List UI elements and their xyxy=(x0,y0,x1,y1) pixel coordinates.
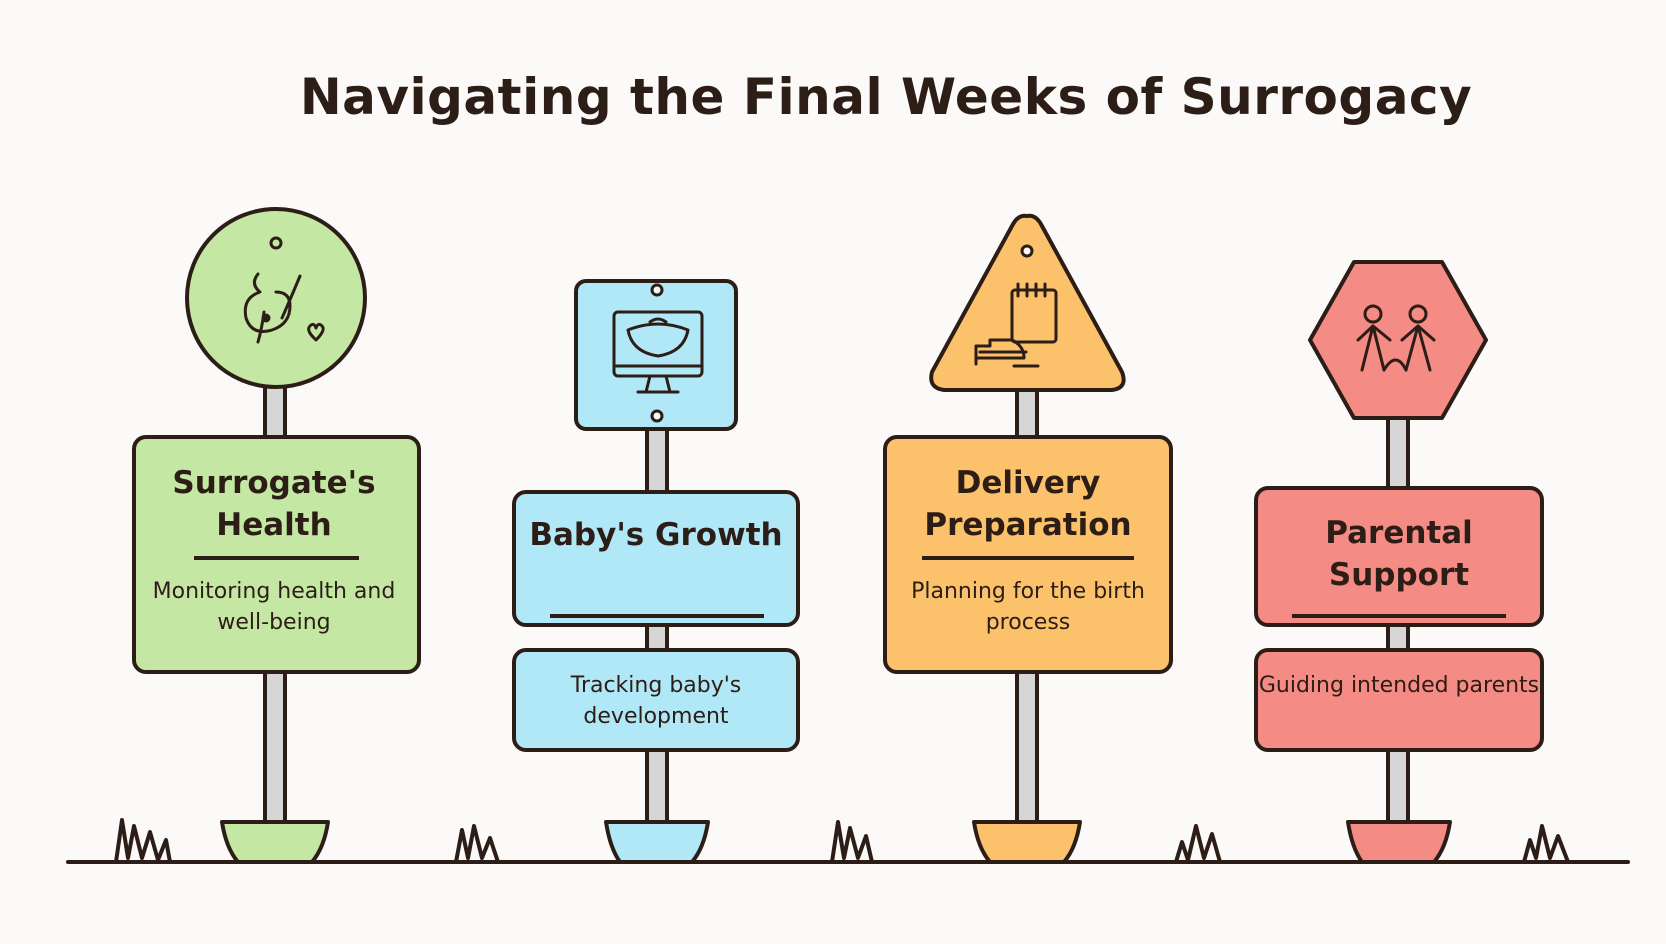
sign-board-secondary xyxy=(512,648,800,752)
grass-icon xyxy=(1522,824,1570,864)
sign-description-babys-growth: Tracking baby's development xyxy=(570,673,742,729)
sign-babys-growth xyxy=(512,279,800,864)
sign-circle-top xyxy=(185,207,367,389)
grass-icon xyxy=(114,818,172,864)
sign-description-delivery-preparation: Planning for the birth process xyxy=(911,579,1145,635)
sign-board xyxy=(132,435,421,674)
grass-icon xyxy=(454,824,500,864)
sign-heading-parental-support: Parental Support xyxy=(1325,515,1473,593)
grass-icon xyxy=(830,820,874,864)
two-people-icon xyxy=(1356,304,1436,372)
sign-triangle-top xyxy=(929,213,1126,392)
sign-surrogates-health xyxy=(132,207,421,864)
sign-delivery-preparation xyxy=(883,213,1173,864)
sign-heading-delivery-preparation: Delivery Preparation xyxy=(924,465,1132,543)
sign-parental-support xyxy=(1254,260,1544,864)
page-title: Navigating the Final Weeks of Surrogacy xyxy=(299,68,1473,126)
sign-board xyxy=(512,490,800,627)
sign-description-parental-support: Guiding intended parents xyxy=(1258,673,1540,698)
sign-description-surrogates-health: Monitoring health and well-being xyxy=(152,579,396,635)
sign-hexagon-top xyxy=(1308,260,1488,420)
sign-heading-surrogates-health: Surrogate's Health xyxy=(172,465,376,543)
sign-board-secondary xyxy=(1254,648,1544,752)
sign-board xyxy=(883,435,1173,674)
ultrasound-monitor-icon xyxy=(612,310,704,394)
sign-base xyxy=(972,820,1082,864)
sign-heading-babys-growth: Baby's Growth xyxy=(529,517,783,553)
calendar-baby-bed-icon xyxy=(974,282,1058,368)
sign-base xyxy=(604,820,710,864)
sign-base xyxy=(220,820,330,864)
grass-icon xyxy=(1174,824,1222,864)
pregnant-woman-heart-icon xyxy=(243,236,325,344)
sign-board xyxy=(1254,486,1544,627)
sign-base xyxy=(1346,820,1452,864)
